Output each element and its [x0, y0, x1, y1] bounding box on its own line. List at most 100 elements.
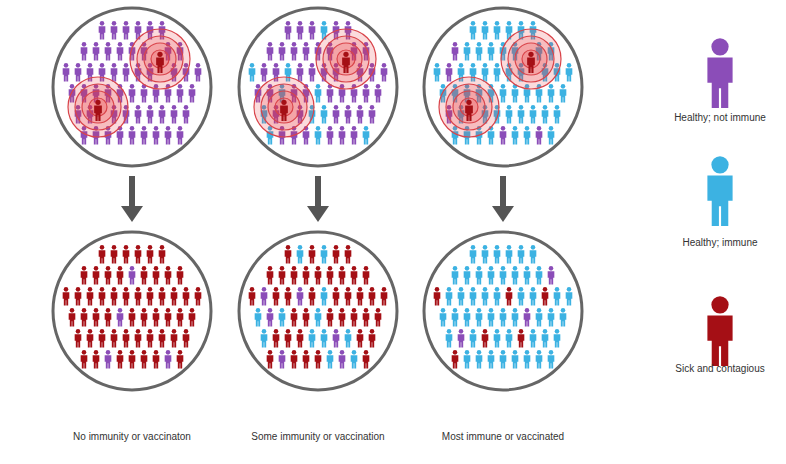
person-figure [327, 266, 334, 284]
person-figure [494, 21, 501, 39]
person-figure [303, 266, 310, 284]
person-figure [434, 63, 441, 81]
person-figure [141, 308, 148, 326]
person-figure [530, 329, 537, 347]
person-figure [339, 126, 346, 144]
person-figure [548, 350, 555, 368]
person-figure [291, 42, 298, 60]
person-figure [141, 350, 148, 368]
person-figure [297, 287, 304, 305]
contagion-halo [330, 43, 362, 75]
contagion-halo [144, 43, 176, 75]
person-figure [267, 266, 274, 284]
person-figure [363, 308, 370, 326]
person-figure [297, 63, 304, 81]
person-figure [542, 329, 549, 347]
person-figure [465, 100, 473, 121]
person-figure [554, 329, 561, 347]
person-figure [195, 287, 202, 305]
person-figure [548, 126, 555, 144]
person-figure [452, 308, 459, 326]
person-figure [530, 105, 537, 123]
contagion-halo [501, 29, 561, 89]
person-figure [315, 308, 322, 326]
person-figure [342, 52, 350, 73]
person-figure [93, 350, 100, 368]
person-figure [165, 350, 172, 368]
person-figure [381, 287, 388, 305]
person-figure [566, 63, 573, 81]
person-figure [297, 245, 304, 263]
person-figure [183, 105, 190, 123]
population [63, 21, 202, 144]
person-figure [75, 329, 82, 347]
person-figure [494, 329, 501, 347]
legend-label: Sick and contagious [675, 363, 765, 375]
person-figure [527, 52, 535, 73]
person-figure [536, 308, 543, 326]
person-figure [111, 63, 118, 81]
person-figure [147, 245, 154, 263]
person-figure [500, 126, 507, 144]
person-figure [566, 287, 573, 305]
person-figure [111, 21, 118, 39]
person-figure [339, 308, 346, 326]
caption-label: Some immunity or vaccination [251, 431, 384, 443]
contagion-halo [268, 91, 300, 123]
contagion-halo [75, 84, 121, 130]
person-figure [321, 329, 328, 347]
person-figure [464, 42, 471, 60]
person-figure [333, 105, 340, 123]
person-figure [93, 42, 100, 60]
person-figure [135, 245, 142, 263]
person-figure [524, 308, 531, 326]
person-figure [464, 266, 471, 284]
person-figure [291, 350, 298, 368]
person-figure [129, 350, 136, 368]
person-figure [524, 266, 531, 284]
person-figure [524, 126, 531, 144]
person-figure [470, 287, 477, 305]
person-figure [482, 21, 489, 39]
person-figure [518, 245, 525, 263]
person-figure [81, 42, 88, 60]
person-figure [369, 105, 376, 123]
person-figure [482, 63, 489, 81]
person-figure [94, 100, 102, 121]
person-figure [147, 329, 154, 347]
contagion-halo [137, 36, 183, 82]
person-figure [285, 329, 292, 347]
person-figure [512, 126, 519, 144]
person-figure [309, 21, 316, 39]
person-figure [309, 63, 316, 81]
person-figure [111, 287, 118, 305]
person-figure [285, 245, 292, 263]
person-figure [105, 308, 112, 326]
person-figure [452, 350, 459, 368]
person-figure [141, 266, 148, 284]
person-figure [279, 308, 286, 326]
legend-swatch [707, 38, 732, 108]
person-figure [183, 329, 190, 347]
person-figure [464, 308, 471, 326]
person-figure [464, 350, 471, 368]
person-figure [153, 350, 160, 368]
contagion-halo [68, 77, 128, 137]
person-figure [156, 52, 164, 73]
person-figure [117, 42, 124, 60]
person-figure [63, 287, 70, 305]
person-figure [518, 105, 525, 123]
person-figure [81, 308, 88, 326]
person-figure [99, 21, 106, 39]
person-figure [111, 329, 118, 347]
person-figure [369, 287, 376, 305]
person-figure [512, 84, 519, 102]
person-figure [135, 287, 142, 305]
person-figure [111, 245, 118, 263]
person-figure [363, 266, 370, 284]
person-figure [171, 287, 178, 305]
contagion-halo [316, 29, 376, 89]
person-figure [159, 329, 166, 347]
person-figure [440, 308, 447, 326]
